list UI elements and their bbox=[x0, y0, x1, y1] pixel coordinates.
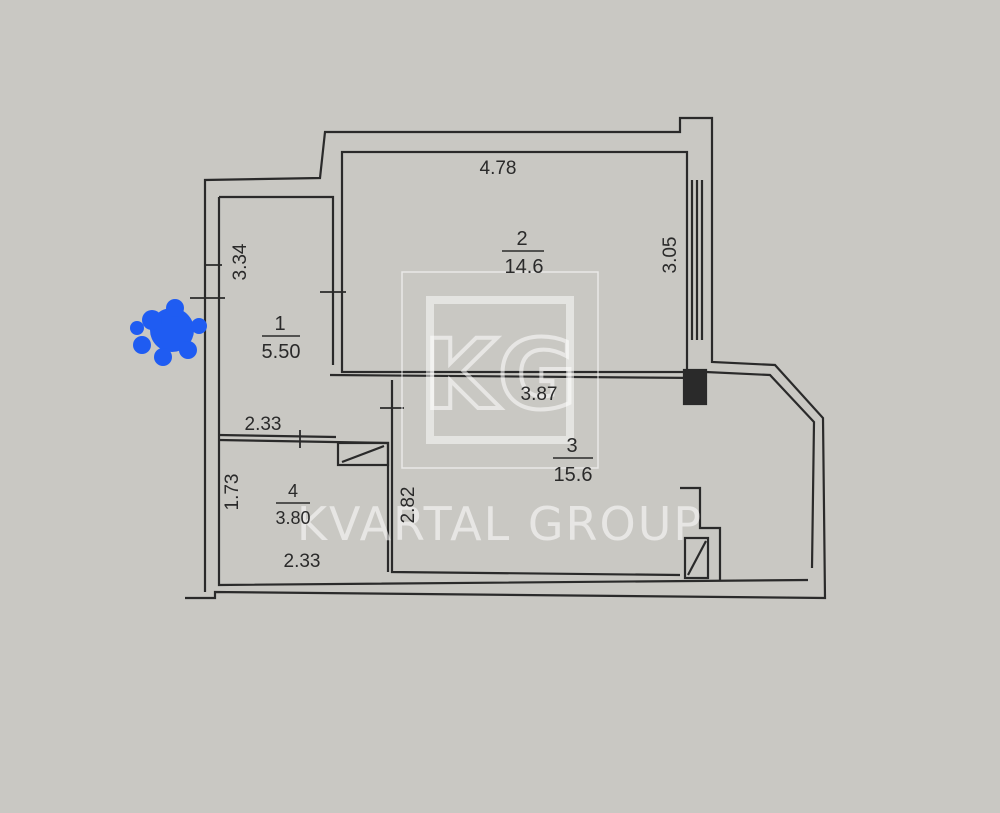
watermark-brand: KVARTAL GROUP bbox=[297, 497, 703, 551]
outer-wall-outline bbox=[185, 116, 827, 600]
dim-room1-width: 2.33 bbox=[245, 414, 282, 435]
watermark-frame-outer bbox=[401, 271, 599, 469]
outer-wall-inner-line bbox=[217, 197, 809, 587]
dim-room2-depth: 3.05 bbox=[660, 237, 681, 274]
ventilation-box-room3 bbox=[683, 536, 710, 580]
dim-room4-width: 2.33 bbox=[284, 551, 321, 572]
niche bbox=[680, 486, 722, 580]
room2-bottom-double bbox=[329, 373, 701, 380]
watermark-logo: KG bbox=[423, 319, 576, 431]
room1-number: 1 bbox=[274, 313, 285, 335]
room-labels: 1 5.50 2 14.6 3 15.6 4 3.80 bbox=[262, 228, 593, 528]
walls bbox=[185, 116, 827, 600]
ventilation-diagonal-room3 bbox=[687, 540, 707, 576]
watermark: KG KVARTAL GROUP bbox=[297, 271, 703, 551]
room1-walls bbox=[219, 195, 335, 365]
room2-walls bbox=[340, 150, 689, 374]
room3-area: 15.6 bbox=[554, 464, 593, 486]
room4-number: 4 bbox=[288, 481, 298, 501]
dimension-labels: 4.78 3.05 3.87 2.82 3.34 2.33 1.73 2.33 bbox=[222, 158, 681, 572]
ventilation-box-room4 bbox=[336, 441, 390, 467]
dim-room2-width: 4.78 bbox=[480, 158, 517, 179]
dim-room3-width: 3.87 bbox=[521, 384, 558, 405]
room4-top-double bbox=[218, 433, 337, 439]
dim-room1-depth: 3.34 bbox=[230, 243, 251, 280]
dim-room4-depth: 1.73 bbox=[222, 474, 243, 511]
column bbox=[682, 368, 708, 406]
balcony-bay bbox=[705, 370, 816, 569]
ventilation-diagonal-room4 bbox=[341, 444, 385, 464]
room2-number: 2 bbox=[516, 228, 527, 250]
dim-room3-depth: 2.82 bbox=[398, 487, 419, 524]
room4-area: 3.80 bbox=[275, 508, 310, 528]
door-ticks bbox=[190, 264, 404, 448]
room2-area: 14.6 bbox=[505, 256, 544, 278]
room3-walls bbox=[390, 380, 681, 577]
blue-blob-marker-icon bbox=[130, 299, 207, 366]
room2-window bbox=[690, 180, 704, 340]
watermark-frame-inner bbox=[426, 296, 574, 444]
room3-number: 3 bbox=[566, 435, 577, 457]
room1-area: 5.50 bbox=[262, 341, 301, 363]
